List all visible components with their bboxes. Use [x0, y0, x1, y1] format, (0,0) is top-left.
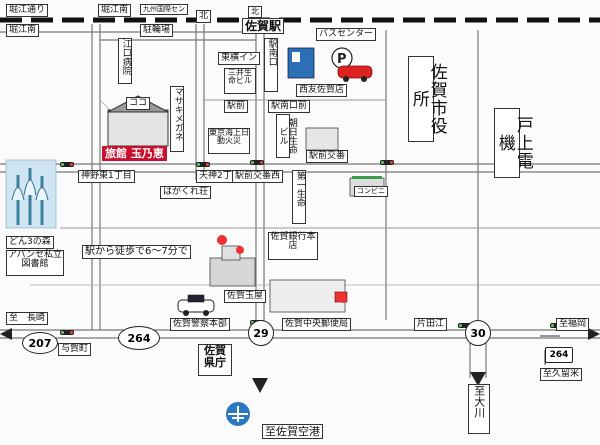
arrow-south-airport — [252, 378, 268, 393]
post-office-building-icon — [269, 279, 348, 313]
label-koban: 駅前交番 — [306, 150, 349, 163]
label-police: 佐賀警察本部 — [170, 318, 231, 331]
label-katadae: 片田江 — [414, 318, 448, 331]
label-kurume: 至久留米 — [540, 368, 583, 381]
signal-icon — [60, 330, 74, 335]
arrow-west — [0, 328, 12, 340]
arrow-south-okawa — [470, 372, 486, 386]
arrow-east — [588, 328, 600, 340]
label-masaki-megane: マサキメガネ — [170, 86, 184, 152]
label-donsan: どん3の森 — [6, 236, 54, 249]
label-walk-time: 駅から徒歩で6～7分で — [82, 245, 191, 259]
route-29-badge: 29 — [248, 320, 274, 346]
label-ekimae: 駅前 — [224, 100, 249, 113]
route-30-badge: 30 — [465, 320, 491, 346]
label-airport: 至佐賀空港 — [262, 424, 323, 439]
label-egutchi: 江口病院 — [118, 38, 132, 84]
signal-icon — [60, 162, 74, 167]
label-kita: 北 — [196, 10, 212, 23]
label-prefecture: 佐賀県庁 — [198, 344, 232, 376]
car-icon — [337, 65, 373, 82]
label-okawa: 至大川 — [468, 384, 490, 434]
label-horiu-dori: 堀江通り — [6, 4, 49, 17]
label-avansee: アバンセ私立図書館 — [6, 250, 64, 276]
label-yogamachi: 与賀町 — [58, 343, 92, 356]
route-264-small-badge: 264 — [545, 347, 573, 363]
label-kyushu: 九州国際セン — [140, 4, 188, 15]
label-ekiminami-mae: 駅南口前 — [268, 100, 311, 113]
label-nagasaki: 至 長崎 — [6, 312, 49, 325]
label-koko: ココ — [126, 97, 151, 110]
label-saga-gyokuya: 佐賀玉屋 — [224, 290, 267, 303]
signal-icon — [196, 162, 210, 167]
label-jinnouchi: 神野東1丁目 — [78, 170, 135, 183]
label-toyoko-inn: 東横イン — [218, 52, 261, 65]
label-conveni: コンビニ — [354, 186, 388, 197]
route-207-badge: 207 — [22, 332, 58, 354]
label-station-minami: 駅南口 — [264, 38, 278, 92]
label-fukuoka: 至福岡 — [556, 318, 590, 331]
label-asahi: 朝日生命ビル — [276, 114, 297, 158]
label-saga-station: 佐賀駅 — [242, 18, 285, 34]
label-horie-minami: 堀江南 — [6, 24, 40, 37]
label-chushajo: 駐輪場 — [140, 24, 174, 37]
pin-icon — [217, 235, 346, 303]
label-togami-denki: 戸上電機 — [494, 108, 533, 178]
route-264-badge: 264 — [118, 326, 160, 350]
airport-icon — [226, 402, 250, 426]
koban-building-icon — [305, 127, 339, 151]
signal-icon — [250, 160, 264, 165]
label-tokyo-kaijo: 東京海上日動火災 — [208, 128, 250, 154]
ryokan-house-icon — [107, 95, 169, 147]
parking-icon: P — [331, 47, 353, 69]
bus-icon — [287, 47, 315, 79]
police-car-icon — [177, 294, 215, 316]
label-ryokan: 旅館 玉乃恵 — [102, 146, 167, 161]
label-koban-nishi: 駅前交番西 — [232, 170, 284, 183]
label-hagakure: はがくれ荘 — [160, 186, 212, 199]
label-horie: 堀江南 — [98, 4, 132, 17]
label-bus-center: バスセンター — [316, 28, 377, 41]
donsan-forest-icon — [5, 159, 57, 229]
label-nishitomo: 西友佐賀店 — [296, 84, 348, 97]
label-daiichi: 第一生命 — [292, 170, 306, 224]
label-city-hall: 佐賀市役所 — [408, 56, 447, 142]
svg-text:P: P — [337, 52, 347, 67]
label-sanibiru: 三井生命ビル — [224, 68, 256, 94]
label-saga-bank: 佐賀銀行本店 — [268, 232, 318, 260]
label-post-office: 佐賀中央郵便局 — [282, 318, 352, 331]
label-station-kita: 北 — [248, 6, 262, 18]
signal-icon — [380, 160, 394, 165]
saga-bank-building-icon — [209, 245, 256, 287]
